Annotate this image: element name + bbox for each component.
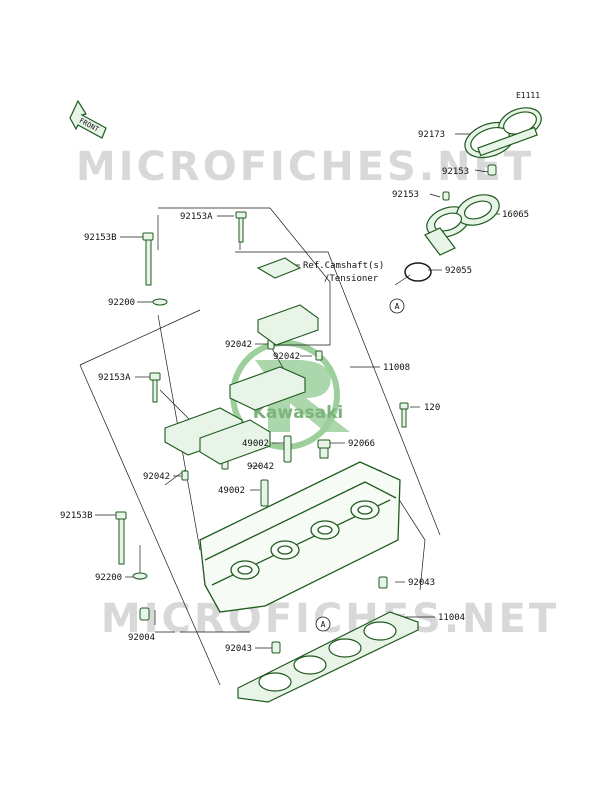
camshaft-caps bbox=[164, 257, 319, 465]
part-labels: 92173 92153 92153 16065 92055 92153A 921… bbox=[60, 130, 529, 654]
callout-a-top: A bbox=[389, 298, 405, 314]
part-label[interactable]: 92042 bbox=[225, 340, 252, 350]
watermark-top: MICROFICHES.NET bbox=[76, 144, 534, 190]
part-label[interactable]: 49002 bbox=[242, 439, 269, 449]
ref-note-line-2: /Tensioner bbox=[324, 274, 379, 284]
part-label[interactable]: 92200 bbox=[108, 298, 135, 308]
cylinder-head-11008 bbox=[199, 461, 401, 613]
part-label[interactable]: 92200 bbox=[95, 573, 122, 583]
part-label[interactable]: 11008 bbox=[383, 363, 410, 373]
callout-marker: A bbox=[395, 302, 400, 311]
part-label[interactable]: 92153A bbox=[98, 373, 131, 383]
part-label[interactable]: 92153 bbox=[442, 167, 469, 177]
part-label[interactable]: 92043 bbox=[225, 644, 252, 654]
part-label[interactable]: 92153B bbox=[60, 511, 93, 521]
head-gasket-11004 bbox=[237, 611, 419, 703]
part-label[interactable]: 92042 bbox=[273, 352, 300, 362]
part-label[interactable]: 16065 bbox=[502, 210, 529, 220]
part-label[interactable]: 92055 bbox=[445, 266, 472, 276]
brand-logo-text: Kawasaki bbox=[253, 403, 344, 423]
part-label[interactable]: 92043 bbox=[408, 578, 435, 588]
callout-marker: A bbox=[321, 620, 326, 629]
watermark-text: MICROFICHES.NET bbox=[76, 144, 534, 190]
part-label[interactable]: 92153B bbox=[84, 233, 117, 243]
holder-16065 bbox=[424, 194, 500, 256]
bolts bbox=[115, 211, 409, 621]
callout-a-bottom: A bbox=[315, 616, 331, 632]
part-label[interactable]: 92153A bbox=[180, 212, 213, 222]
diagram-code: E1111 bbox=[516, 91, 540, 100]
watermark-bottom: MICROFICHES.NET bbox=[101, 596, 559, 642]
part-label[interactable]: 92173 bbox=[418, 130, 445, 140]
watermark-text: MICROFICHES.NET bbox=[101, 596, 559, 642]
screw-92153 bbox=[442, 164, 497, 201]
part-label[interactable]: 92042 bbox=[247, 462, 274, 472]
o-ring-92055 bbox=[404, 262, 432, 282]
plug-92066 bbox=[317, 439, 331, 459]
ref-note-line-1: Ref.Camshaft(s) bbox=[303, 261, 384, 271]
front-direction-arrow: FRONT bbox=[69, 99, 107, 139]
part-label[interactable]: 11004 bbox=[438, 613, 465, 623]
part-label[interactable]: 49002 bbox=[218, 486, 245, 496]
clamp-92173 bbox=[464, 107, 542, 159]
leader-lines bbox=[95, 133, 500, 649]
part-label[interactable]: 120 bbox=[424, 403, 440, 413]
part-label[interactable]: 92066 bbox=[348, 439, 375, 449]
part-label[interactable]: 92153 bbox=[392, 190, 419, 200]
pipes-49002 bbox=[260, 435, 292, 507]
part-label[interactable]: 92042 bbox=[143, 472, 170, 482]
part-label[interactable]: 92004 bbox=[128, 633, 155, 643]
